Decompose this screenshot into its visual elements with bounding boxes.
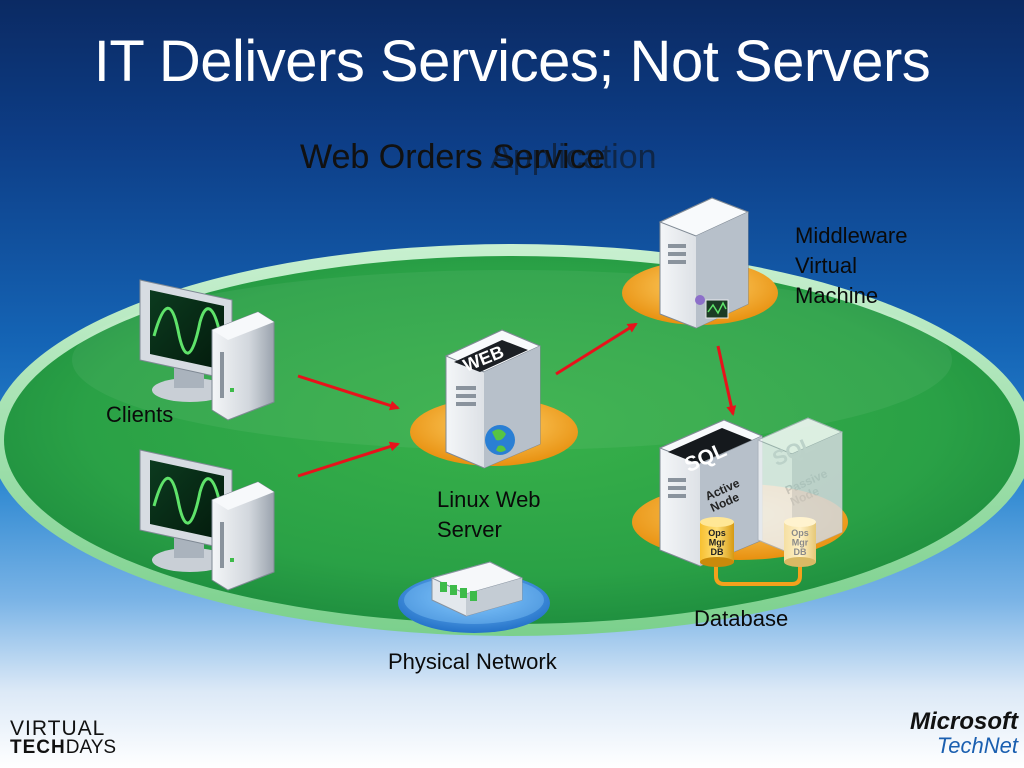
technet-logo: TechNet [936,733,1018,758]
tech-word: TECH [10,737,66,758]
arrow-client1-to-web [297,374,400,411]
virtual-techdays-logo-top: VIRTUAL [10,717,106,740]
cluster-link [714,560,802,586]
slide-title: IT Delivers Services; Not Servers [93,29,931,94]
virtual-techdays-logo-bottom: TECHDAYS [10,737,116,759]
arrow-web-to-middleware [555,322,638,376]
subtitle-application: Web Orders Application [300,138,657,176]
middleware-vm-icon [658,197,750,329]
microsoft-logo: Microsoft [910,708,1018,735]
linux-web-server-icon: WEB [444,329,542,469]
physical-network-label: Physical Network [388,649,557,674]
physical-network-icon [398,561,550,633]
web-server-label: Linux Web Server [437,487,541,542]
clients-label: Clients [106,402,174,427]
database-label: Database [694,606,789,631]
middleware-label: Middleware Virtual Machine [795,223,908,308]
subtitle-service: Web Orders Service [300,138,606,176]
client-computer-1-icon [139,279,275,421]
arrow-middleware-to-database [716,345,737,416]
client-computer-2-icon [139,449,275,591]
arrow-client2-to-web [297,441,400,478]
days-word: DAYS [65,737,117,758]
